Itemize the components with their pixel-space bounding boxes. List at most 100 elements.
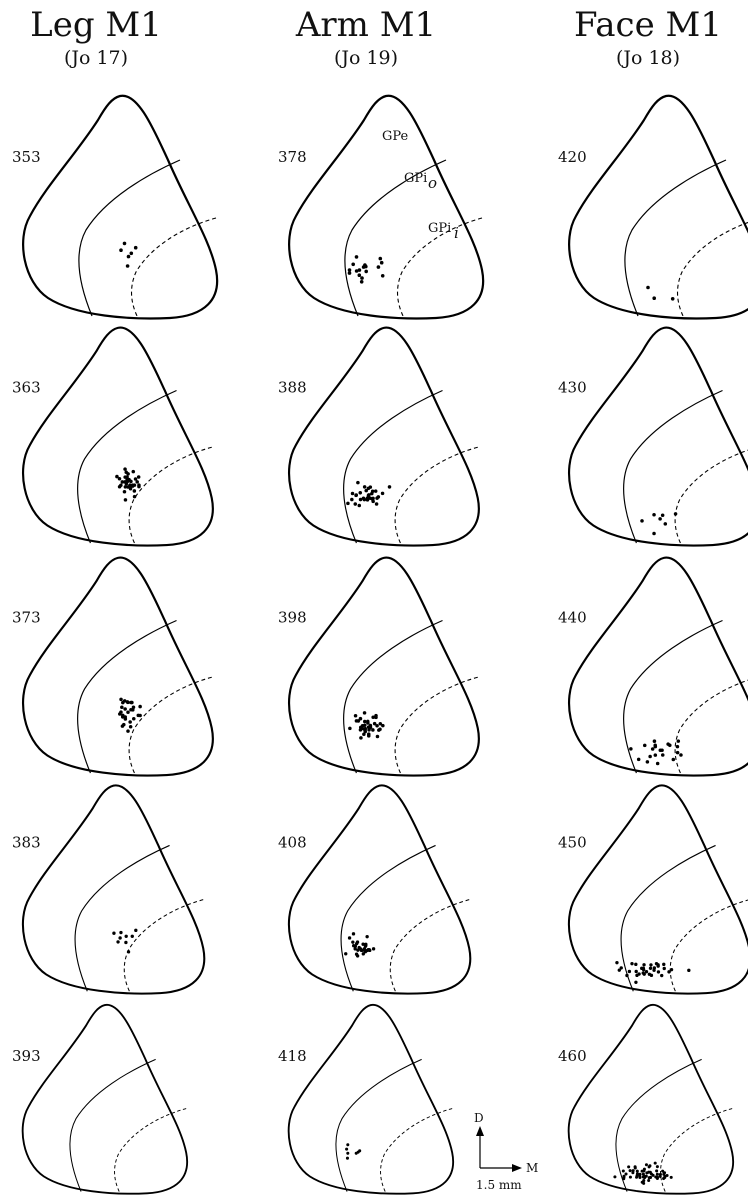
neuron-dot [378,722,383,726]
gpe-gpi-boundary [623,389,723,544]
gpii-subscript: i [454,224,459,242]
labeled-neurons [613,1161,673,1185]
section-number: 398 [278,608,307,626]
neuron-dot [124,940,128,945]
neuron-dot [366,721,370,725]
neuron-dot [378,256,383,261]
neuron-dot [619,966,623,970]
pallidum-outline [22,556,214,777]
neuron-dot [122,699,127,703]
neuron-dot [624,1172,628,1176]
neuron-dot [625,973,629,978]
neuron-dot [675,744,680,749]
neuron-dot [357,503,362,508]
neuron-dot [647,1176,651,1180]
neuron-dot [652,296,656,300]
neuron-dot [663,1174,667,1178]
neuron-dot [129,251,134,256]
neuron-dot [123,707,127,711]
gpio-gpii-boundary [380,1108,453,1194]
gp-border [288,326,480,547]
labeled-neurons [347,255,385,284]
neuron-dot [376,265,381,269]
gp-border [22,94,219,320]
gpe-gpi-boundary [343,389,443,544]
neuron-dot [368,485,373,489]
neuron-dot [635,1169,639,1173]
neuron-dot [128,724,133,729]
neuron-dot [687,968,691,973]
gpio-gpii-boundary [130,217,217,319]
section-number: 388 [278,378,307,396]
neuron-dot [115,474,119,479]
neuron-dot [648,966,653,970]
neuron-dot [353,947,357,951]
column-titles: Leg M1(Jo 17)Arm M1(Jo 19)Face M1(Jo 18) [30,5,722,69]
section-number: 418 [278,1047,307,1065]
gpio-label: GPi [404,171,427,186]
neuron-dot [128,485,132,489]
neuron-dot [380,274,385,278]
neuron-dot [361,265,366,269]
neuron-dot [354,269,359,273]
neuron-dot [622,1174,626,1178]
neuron-dot [345,1156,349,1160]
neuron-dot [638,1176,642,1180]
labeled-neurons [119,241,138,268]
neuron-dot [375,723,379,728]
gpio-subscript: o [428,174,437,192]
neuron-dot [355,954,360,958]
neuron-dot [647,972,652,976]
gpio-gpii-boundary [394,446,478,546]
gpe-gpi-boundary [343,619,443,774]
neuron-dot [133,477,138,481]
neuron-dot [371,496,375,501]
labeled-neurons [115,467,141,502]
neuron-dot [645,1171,649,1175]
neuron-dot [120,480,125,484]
neuron-dot [653,753,658,757]
neuron-dot [126,729,130,733]
neuron-dot [660,753,665,757]
neuron-dot [362,711,367,715]
gp-border [568,326,748,547]
neuron-dot [658,517,662,521]
neuron-dot [644,970,649,974]
pallidum-outline [567,784,748,995]
neuron-dot [655,1165,659,1169]
neuron-dot [368,496,372,501]
neuron-dot [381,723,385,728]
column-title: Arm M1 [295,5,436,45]
neuron-dot [652,512,656,517]
gpio-gpii-boundary [660,1108,733,1194]
gp-border [21,1004,189,1195]
neuron-dot [628,1175,632,1179]
gpio-gpii-boundary [394,676,478,776]
neuron-dot [658,1172,662,1176]
labeled-neurons [629,739,683,766]
neuron-dot [647,1178,651,1183]
neuron-dot [348,726,352,731]
neuron-dot [646,285,650,290]
neuron-dot [358,947,363,951]
pallidum-outline [21,784,206,995]
column-subtitle: (Jo 18) [616,47,680,69]
neuron-dot [679,753,683,757]
neuron-dot [675,750,680,755]
section-panel: 418 [278,1004,455,1195]
neuron-dot [667,970,671,974]
neuron-dot [649,1172,653,1176]
neuron-dot [650,747,655,751]
section-number: 378 [278,148,307,166]
neuron-dot [123,717,128,721]
gpii-label: GPi [428,221,451,236]
labeled-neurons [640,512,678,536]
neuron-dot [662,966,666,971]
neuron-dot [120,705,124,710]
neuron-dot [138,713,142,718]
neuron-dot [640,1180,644,1184]
gpio-gpii-boundary [674,679,748,776]
neuron-dot [647,1165,651,1169]
neuron-dot [368,948,372,952]
